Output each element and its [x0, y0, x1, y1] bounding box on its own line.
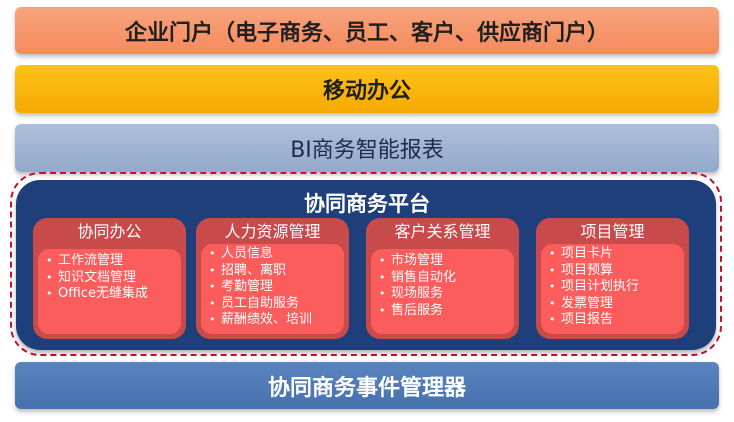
list-item: 项目预算 [547, 263, 680, 280]
module-title: 客户关系管理 [394, 222, 491, 241]
mobile-office-layer: 移动办公 [15, 65, 719, 113]
list-item: 项目报告 [547, 312, 680, 329]
event-manager-layer: 协同商务事件管理器 [15, 362, 719, 409]
list-item: Office无缝集成 [44, 286, 177, 303]
list-item: 售后服务 [377, 303, 510, 320]
bi-report-layer: BI商务智能报表 [15, 124, 719, 172]
module-card-hr-management: 人力资源管理 人员信息 招聘、离职 考勤管理 员工自助服务 薪酬绩效、培训 [196, 218, 349, 339]
module-body: 项目卡片 项目预算 项目计划执行 发票管理 项目报告 [541, 244, 684, 334]
module-item-list: 项目卡片 项目预算 项目计划执行 发票管理 项目报告 [547, 246, 680, 329]
module-body: 市场管理 销售自动化 现场服务 售后服务 [371, 249, 514, 334]
module-card-crm: 客户关系管理 市场管理 销售自动化 现场服务 售后服务 [366, 218, 519, 339]
list-item: 知识文档管理 [44, 270, 177, 287]
module-item-list: 市场管理 销售自动化 现场服务 售后服务 [377, 253, 510, 319]
bi-report-label: BI商务智能报表 [290, 138, 444, 163]
mobile-office-label: 移动办公 [322, 79, 411, 104]
list-item: 工作流管理 [44, 253, 177, 270]
module-title: 项目管理 [580, 222, 645, 241]
module-item-list: 工作流管理 知识文档管理 Office无缝集成 [44, 253, 177, 303]
list-item: 人员信息 [207, 246, 340, 263]
module-title: 协同办公 [77, 222, 142, 241]
list-item: 薪酬绩效、培训 [207, 312, 340, 329]
list-item: 员工自助服务 [207, 296, 340, 313]
list-item: 销售自动化 [377, 270, 510, 287]
module-card-collaborative-office: 协同办公 工作流管理 知识文档管理 Office无缝集成 [33, 218, 186, 339]
list-item: 项目卡片 [547, 246, 680, 263]
platform-dashed-outline [10, 172, 722, 356]
list-item: 招聘、离职 [207, 263, 340, 280]
module-body: 人员信息 招聘、离职 考勤管理 员工自助服务 薪酬绩效、培训 [201, 244, 344, 334]
module-title: 人力资源管理 [224, 222, 321, 241]
module-item-list: 人员信息 招聘、离职 考勤管理 员工自助服务 薪酬绩效、培训 [207, 246, 340, 329]
list-item: 现场服务 [377, 286, 510, 303]
module-card-project-management: 项目管理 项目卡片 项目预算 项目计划执行 发票管理 项目报告 [536, 218, 689, 339]
enterprise-portal-layer: 企业门户（电子商务、员工、客户、供应商门户） [15, 7, 719, 54]
event-manager-label: 协同商务事件管理器 [267, 375, 466, 401]
module-body: 工作流管理 知识文档管理 Office无缝集成 [38, 249, 181, 334]
enterprise-portal-label: 企业门户（电子商务、员工、客户、供应商门户） [124, 20, 609, 46]
platform-title: 协同商务平台 [304, 192, 430, 216]
list-item: 考勤管理 [207, 279, 340, 296]
list-item: 发票管理 [547, 296, 680, 313]
list-item: 市场管理 [377, 253, 510, 270]
list-item: 项目计划执行 [547, 279, 680, 296]
